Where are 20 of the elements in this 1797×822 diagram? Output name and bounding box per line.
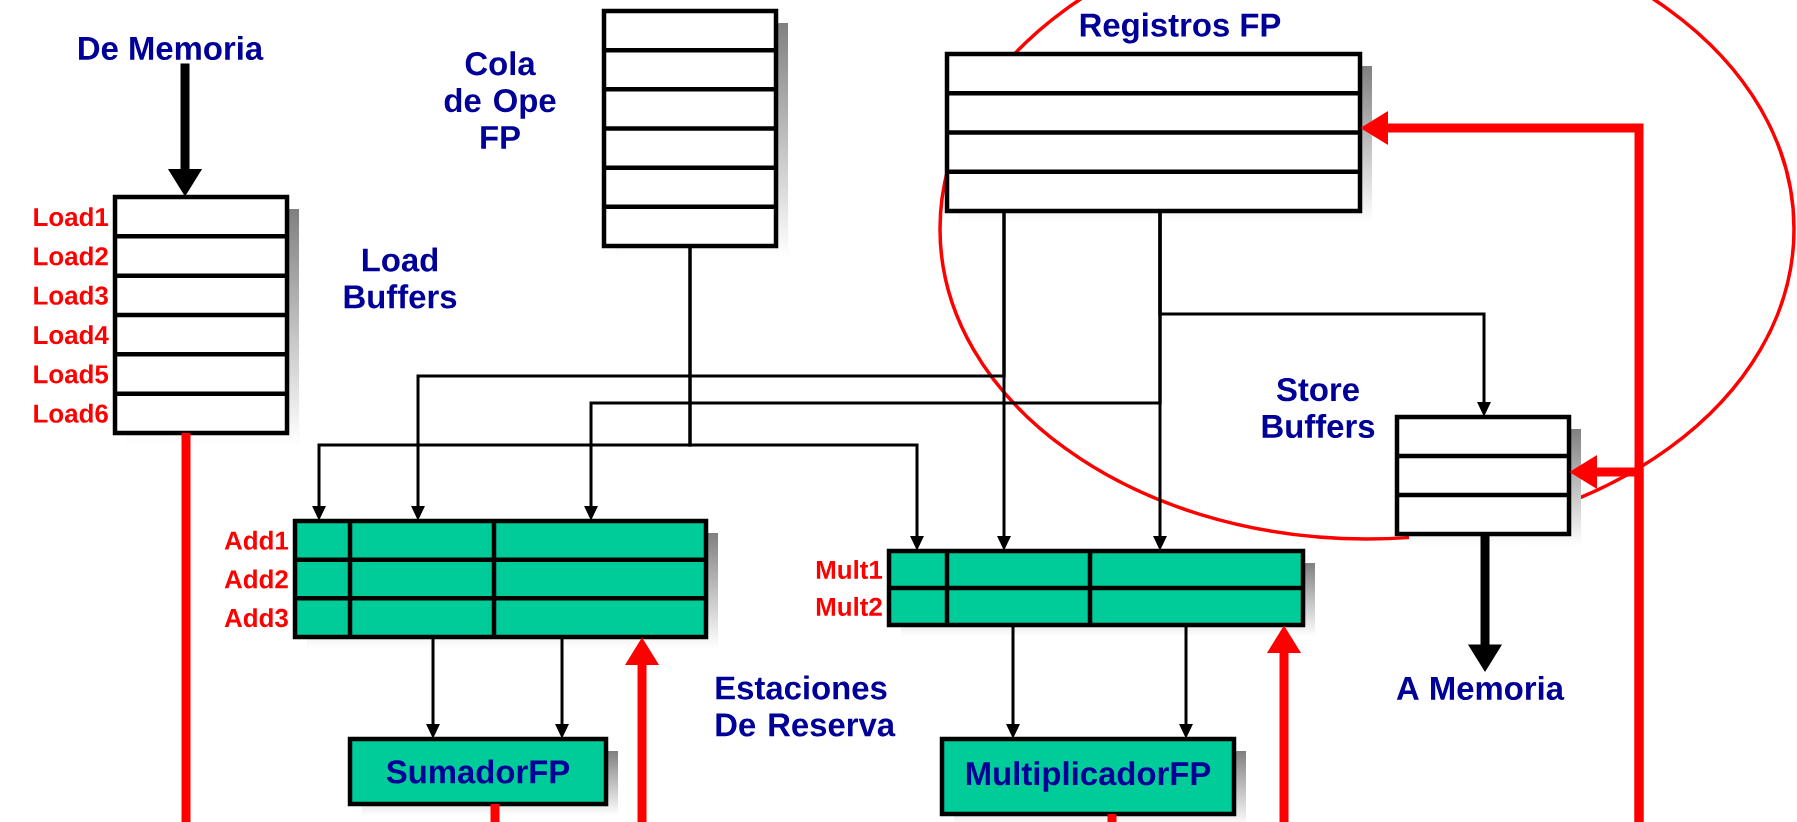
row-label: Load1 [34, 207, 109, 227]
row-label: Load3 [34, 285, 108, 305]
functional-unit-box: SumadorFP [347, 736, 618, 816]
memory-label: De Memoria [79, 35, 264, 61]
row-label: Load6 [34, 403, 108, 423]
table-heading: Load Buffers [344, 247, 457, 309]
row-label: Load5 [34, 364, 109, 384]
station-label: Estaciones De Reserva [716, 675, 896, 737]
memory-label: A Memoria [1396, 675, 1565, 701]
table-heading: Registros FP [1080, 12, 1281, 44]
functional-unit-box: MultiplicadorFP [939, 736, 1246, 822]
row-label: Mult2 [816, 597, 882, 616]
row-label: Add2 [224, 569, 288, 589]
row-label: Load4 [34, 325, 109, 345]
table-heading: Store Buffers [1262, 377, 1375, 439]
row-label: Add3 [224, 608, 288, 628]
table-heading: Cola de Ope FP [444, 51, 556, 149]
row-label: Load2 [34, 246, 108, 266]
row-label: Mult1 [816, 560, 883, 579]
row-label: Add1 [224, 530, 289, 550]
